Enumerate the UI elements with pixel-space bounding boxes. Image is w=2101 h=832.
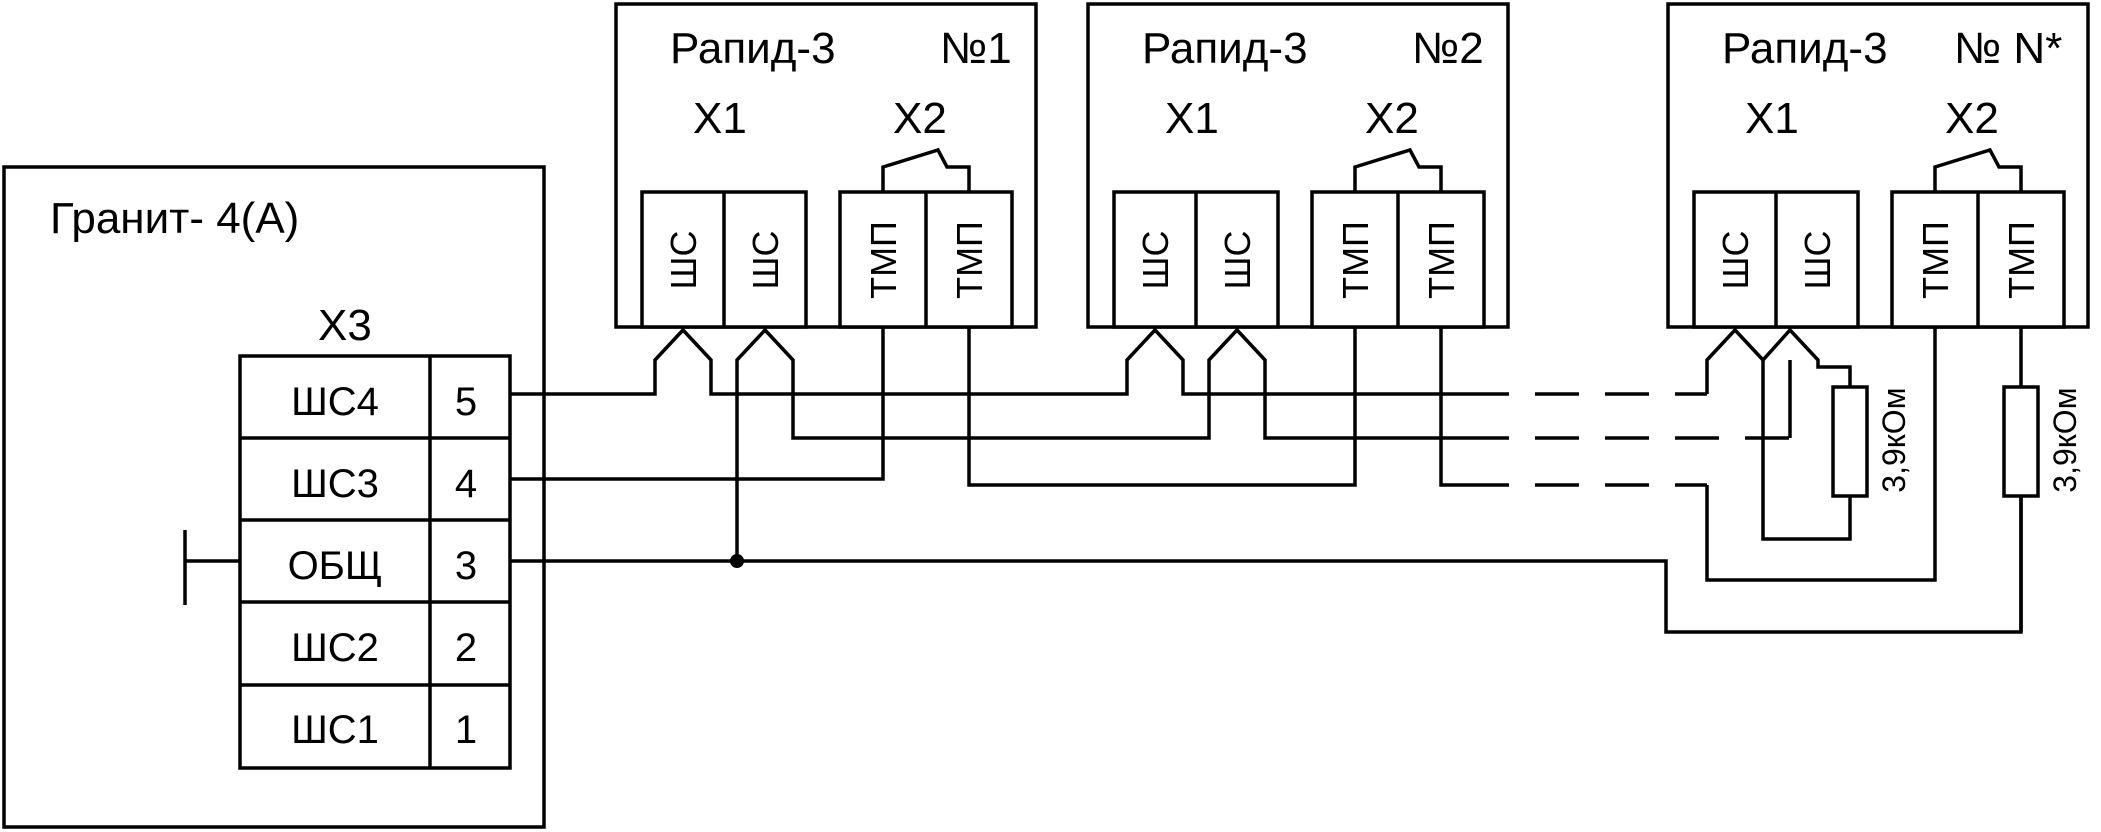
wire-tamper-2-out xyxy=(1439,327,1465,487)
detector-2-terminal-shs-b: ШС xyxy=(1217,231,1258,290)
controller-title: Гранит- 4(А) xyxy=(50,194,299,243)
resistor-1: 3,9кОм xyxy=(1831,385,1912,498)
detector-2-terminal-tmp-a: ТМП xyxy=(1335,221,1376,299)
detector-n-number: № N* xyxy=(1954,24,2062,73)
detector-2-x2-label: X2 xyxy=(1365,94,1419,143)
resistor-2: 3,9кОм xyxy=(2002,385,2083,498)
detector-1-number: №1 xyxy=(940,24,1012,73)
junction-dot xyxy=(730,554,744,568)
connector-x3-label: X3 xyxy=(318,301,372,350)
detector-n-x1-label: X1 xyxy=(1745,94,1799,143)
detector-2-number: №2 xyxy=(1412,24,1484,73)
terminal-block-x3: ШС4 5 ШС3 4 ОБЩ 3 ШС2 2 ШС1 1 xyxy=(238,354,512,770)
detector-2-terminal-shs-a: ШС xyxy=(1135,231,1176,290)
detector-2-x1-label: X1 xyxy=(1165,94,1219,143)
detector-n-tamper-switch xyxy=(1933,147,2023,192)
wire-common-loop xyxy=(735,327,1465,561)
resistor-2-value: 3,9кОм xyxy=(2047,387,2083,492)
detector-1-terminal-tmp-a: ТМП xyxy=(863,221,904,299)
detector-2-tamper-switch xyxy=(1353,147,1443,192)
detector-n-x2-label: X2 xyxy=(1945,94,1999,143)
detector-2: Рапид-3 №2 X1 X2 ШС ШС ТМП ТМП xyxy=(1086,2,1510,329)
wire-tamper-1-to-2 xyxy=(967,327,1357,487)
detector-n-terminal-shs-a: ШС xyxy=(1715,231,1756,290)
detector-1-model: Рапид-3 xyxy=(670,24,836,73)
terminal-num-5: 5 xyxy=(455,380,477,424)
detector-n-terminal-tmp-b: ТМП xyxy=(2001,221,2042,299)
terminal-name-shs2: ШС2 xyxy=(291,626,379,670)
detector-n-terminal-shs-b: ШС xyxy=(1797,231,1838,290)
controller-granit: Гранит- 4(А) X3 ШС4 5 ШС3 4 ОБЩ 3 ШС2 2 … xyxy=(2,165,546,829)
detector-1-tamper-switch xyxy=(881,147,971,192)
terminal-name-shs4: ШС4 xyxy=(291,380,379,424)
resistor-1-body xyxy=(1831,385,1869,498)
terminal-name-shs3: ШС3 xyxy=(291,462,379,506)
wire-resistor-1-return xyxy=(1761,360,1852,541)
wire-tamper-n xyxy=(1705,327,1937,582)
terminal-num-4: 4 xyxy=(455,462,477,506)
detector-1-terminal-tmp-b: ТМП xyxy=(949,221,990,299)
detector-1-terminal-shs-a: ШС xyxy=(663,231,704,290)
detector-1-x1-label: X1 xyxy=(693,94,747,143)
wire-loop-shs4 xyxy=(510,327,1465,396)
ground-symbol xyxy=(183,530,240,605)
terminal-name-shs1: ШС1 xyxy=(291,708,379,752)
detector-1-x2-label: X2 xyxy=(893,94,947,143)
detector-n-terminal-tmp-a: ТМП xyxy=(1915,221,1956,299)
terminal-num-3: 3 xyxy=(455,544,477,588)
detector-n: Рапид-3 № N* X1 X2 ШС ШС ТМП ТМП xyxy=(1666,2,2090,329)
wire-loop-shs3 xyxy=(510,327,885,481)
detector-2-terminal-tmp-b: ТМП xyxy=(1421,221,1462,299)
resistor-2-body xyxy=(2002,385,2040,498)
wire-detector-n-shs-inlet xyxy=(1705,327,1852,394)
wiring xyxy=(510,327,2023,634)
resistor-1-value: 3,9кОм xyxy=(1876,387,1912,492)
terminal-block-frame xyxy=(238,354,512,770)
terminal-num-2: 2 xyxy=(455,626,477,670)
terminal-num-1: 1 xyxy=(455,708,477,752)
detector-1: Рапид-3 №1 X1 X2 ШС ШС ТМП ТМП xyxy=(614,2,1038,329)
detector-n-model: Рапид-3 xyxy=(1722,24,1888,73)
detector-2-model: Рапид-3 xyxy=(1142,24,1308,73)
terminal-name-common: ОБЩ xyxy=(288,544,383,588)
detector-1-terminal-shs-b: ШС xyxy=(745,231,786,290)
